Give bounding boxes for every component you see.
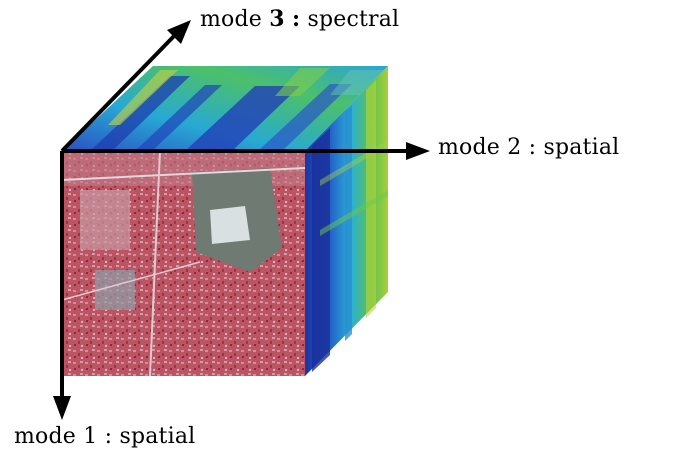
axis-label-mode1-separator: : (104, 424, 113, 449)
cube-top-face (62, 66, 388, 151)
axis-label-mode2-separator: : (528, 135, 537, 160)
axis-mode1-arrow (53, 151, 71, 420)
axis-mode3-arrow (60, 20, 191, 153)
cube-front-face-image (61, 150, 306, 377)
axis-label-mode2: mode 2 : spatial (438, 135, 619, 160)
axis-label-mode2-kind: spatial (543, 135, 620, 160)
axis-label-mode3-kind: spectral (307, 7, 400, 32)
axis-mode2-arrow (62, 142, 430, 160)
axis-label-mode1-mode: mode (14, 424, 77, 449)
axis-label-mode3: mode 3 : spectral (200, 6, 399, 32)
axis-label-mode3-separator: : (291, 6, 301, 32)
cube-side-face (305, 66, 388, 376)
axis-label-mode3-mode: mode (200, 7, 263, 32)
axis-label-mode2-mode: mode (438, 135, 501, 160)
axis-label-mode1-kind: spatial (119, 424, 196, 449)
axis-label-mode1: mode 1 : spatial (14, 424, 195, 449)
axis-label-mode2-number: 2 (507, 135, 522, 160)
axis-label-mode3-number: 3 (269, 6, 285, 32)
axis-label-mode1-number: 1 (83, 424, 98, 449)
